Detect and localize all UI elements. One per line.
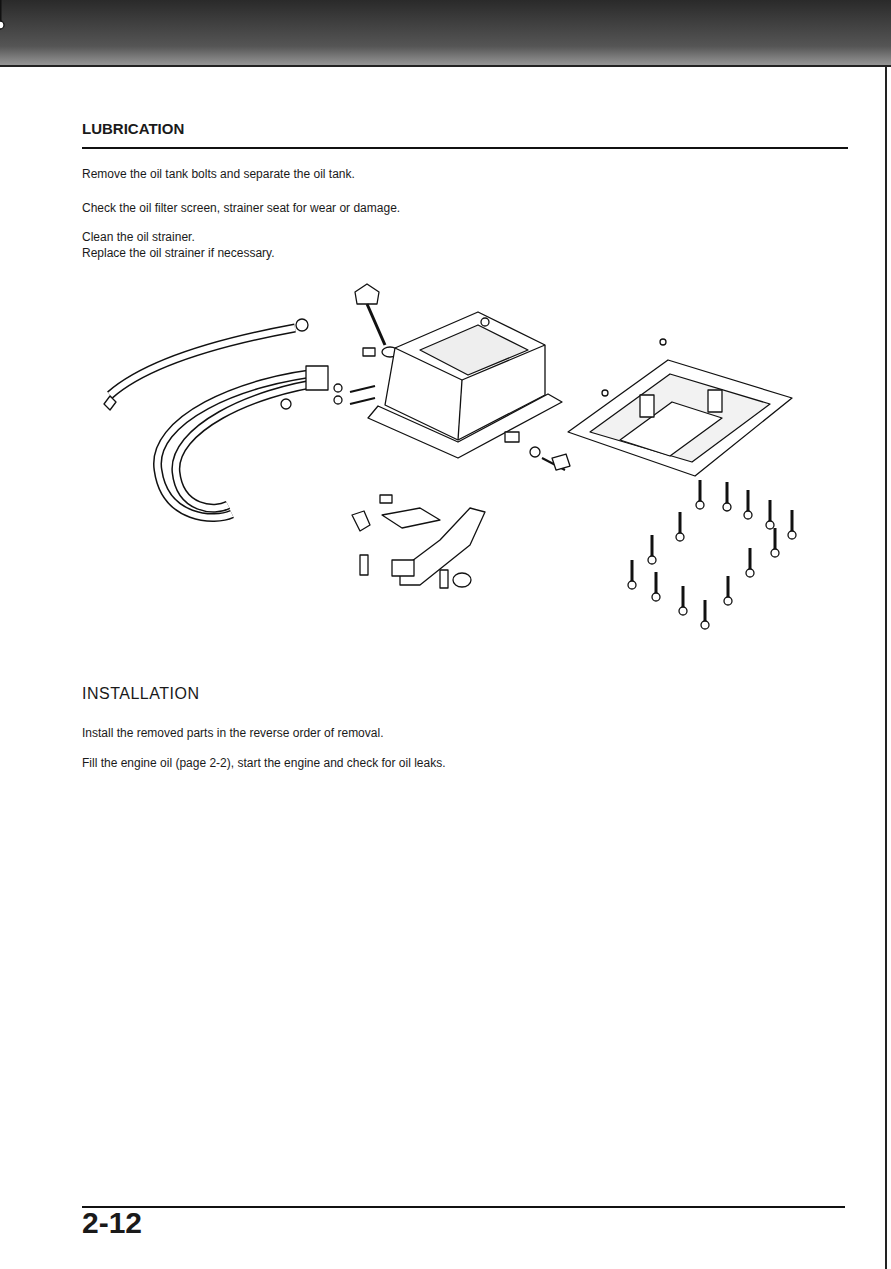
page-number: 2-12 — [82, 1206, 142, 1240]
instruction-text: Check the oil filter screen, strainer se… — [82, 200, 400, 216]
instruction-text: Clean the oil strainer. — [82, 229, 195, 245]
instruction-text: Remove the oil tank bolts and separate t… — [82, 166, 355, 182]
instruction-text: Install the removed parts in the reverse… — [82, 725, 383, 741]
instruction-text: Fill the engine oil (page 2-2), start th… — [82, 755, 482, 771]
subsection-heading: INSTALLATION — [82, 686, 199, 702]
instruction-text: Replace the oil strainer if necessary. — [82, 245, 275, 261]
section-heading: LUBRICATION — [82, 121, 184, 137]
